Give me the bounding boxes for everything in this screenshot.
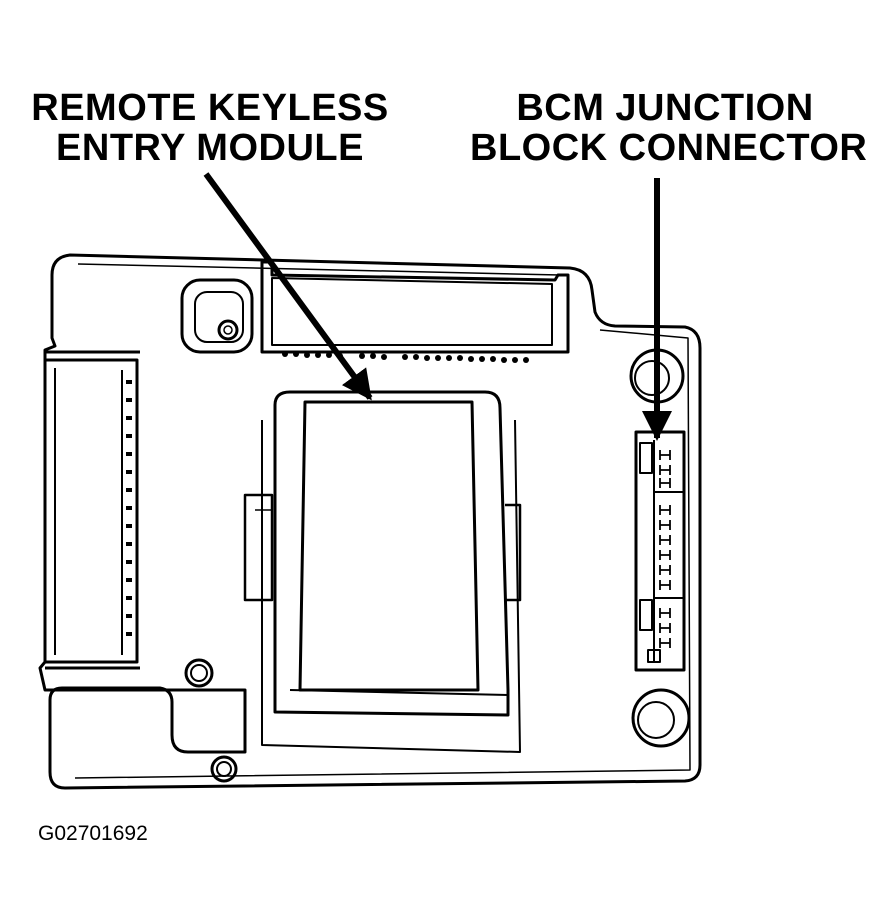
remote-keyless-label-line1: REMOTE KEYLESS: [31, 87, 389, 129]
remote-keyless-entry-module-label: REMOTE KEYLESS ENTRY MODULE: [20, 88, 400, 168]
housing-outline: [38, 253, 702, 790]
remote-keyless-entry-module: [243, 390, 522, 753]
top-edge-connector: [260, 260, 570, 354]
bcm-junction-block-connector-label: BCM JUNCTION BLOCK CONNECTOR: [470, 87, 868, 169]
left-connector-pins: [126, 380, 132, 636]
remote-keyless-label-line2: ENTRY MODULE: [56, 127, 364, 169]
bcm-connector-terminals: [659, 450, 671, 648]
figure-id: G02701692: [38, 822, 148, 845]
bcm-label-line2: BLOCK CONNECTOR: [470, 127, 868, 169]
rke-leader-arrow: [203, 172, 373, 401]
mounting-boss-top-left: [180, 278, 254, 354]
bcm-label-line1: BCM JUNCTION: [516, 87, 814, 129]
housing-inner-outline: [74, 263, 691, 779]
left-edge-connector: [43, 350, 140, 670]
small-boss-lower-left: [184, 658, 214, 688]
small-boss-bottom: [210, 755, 238, 783]
mounting-hole-right-lower: [631, 688, 691, 748]
